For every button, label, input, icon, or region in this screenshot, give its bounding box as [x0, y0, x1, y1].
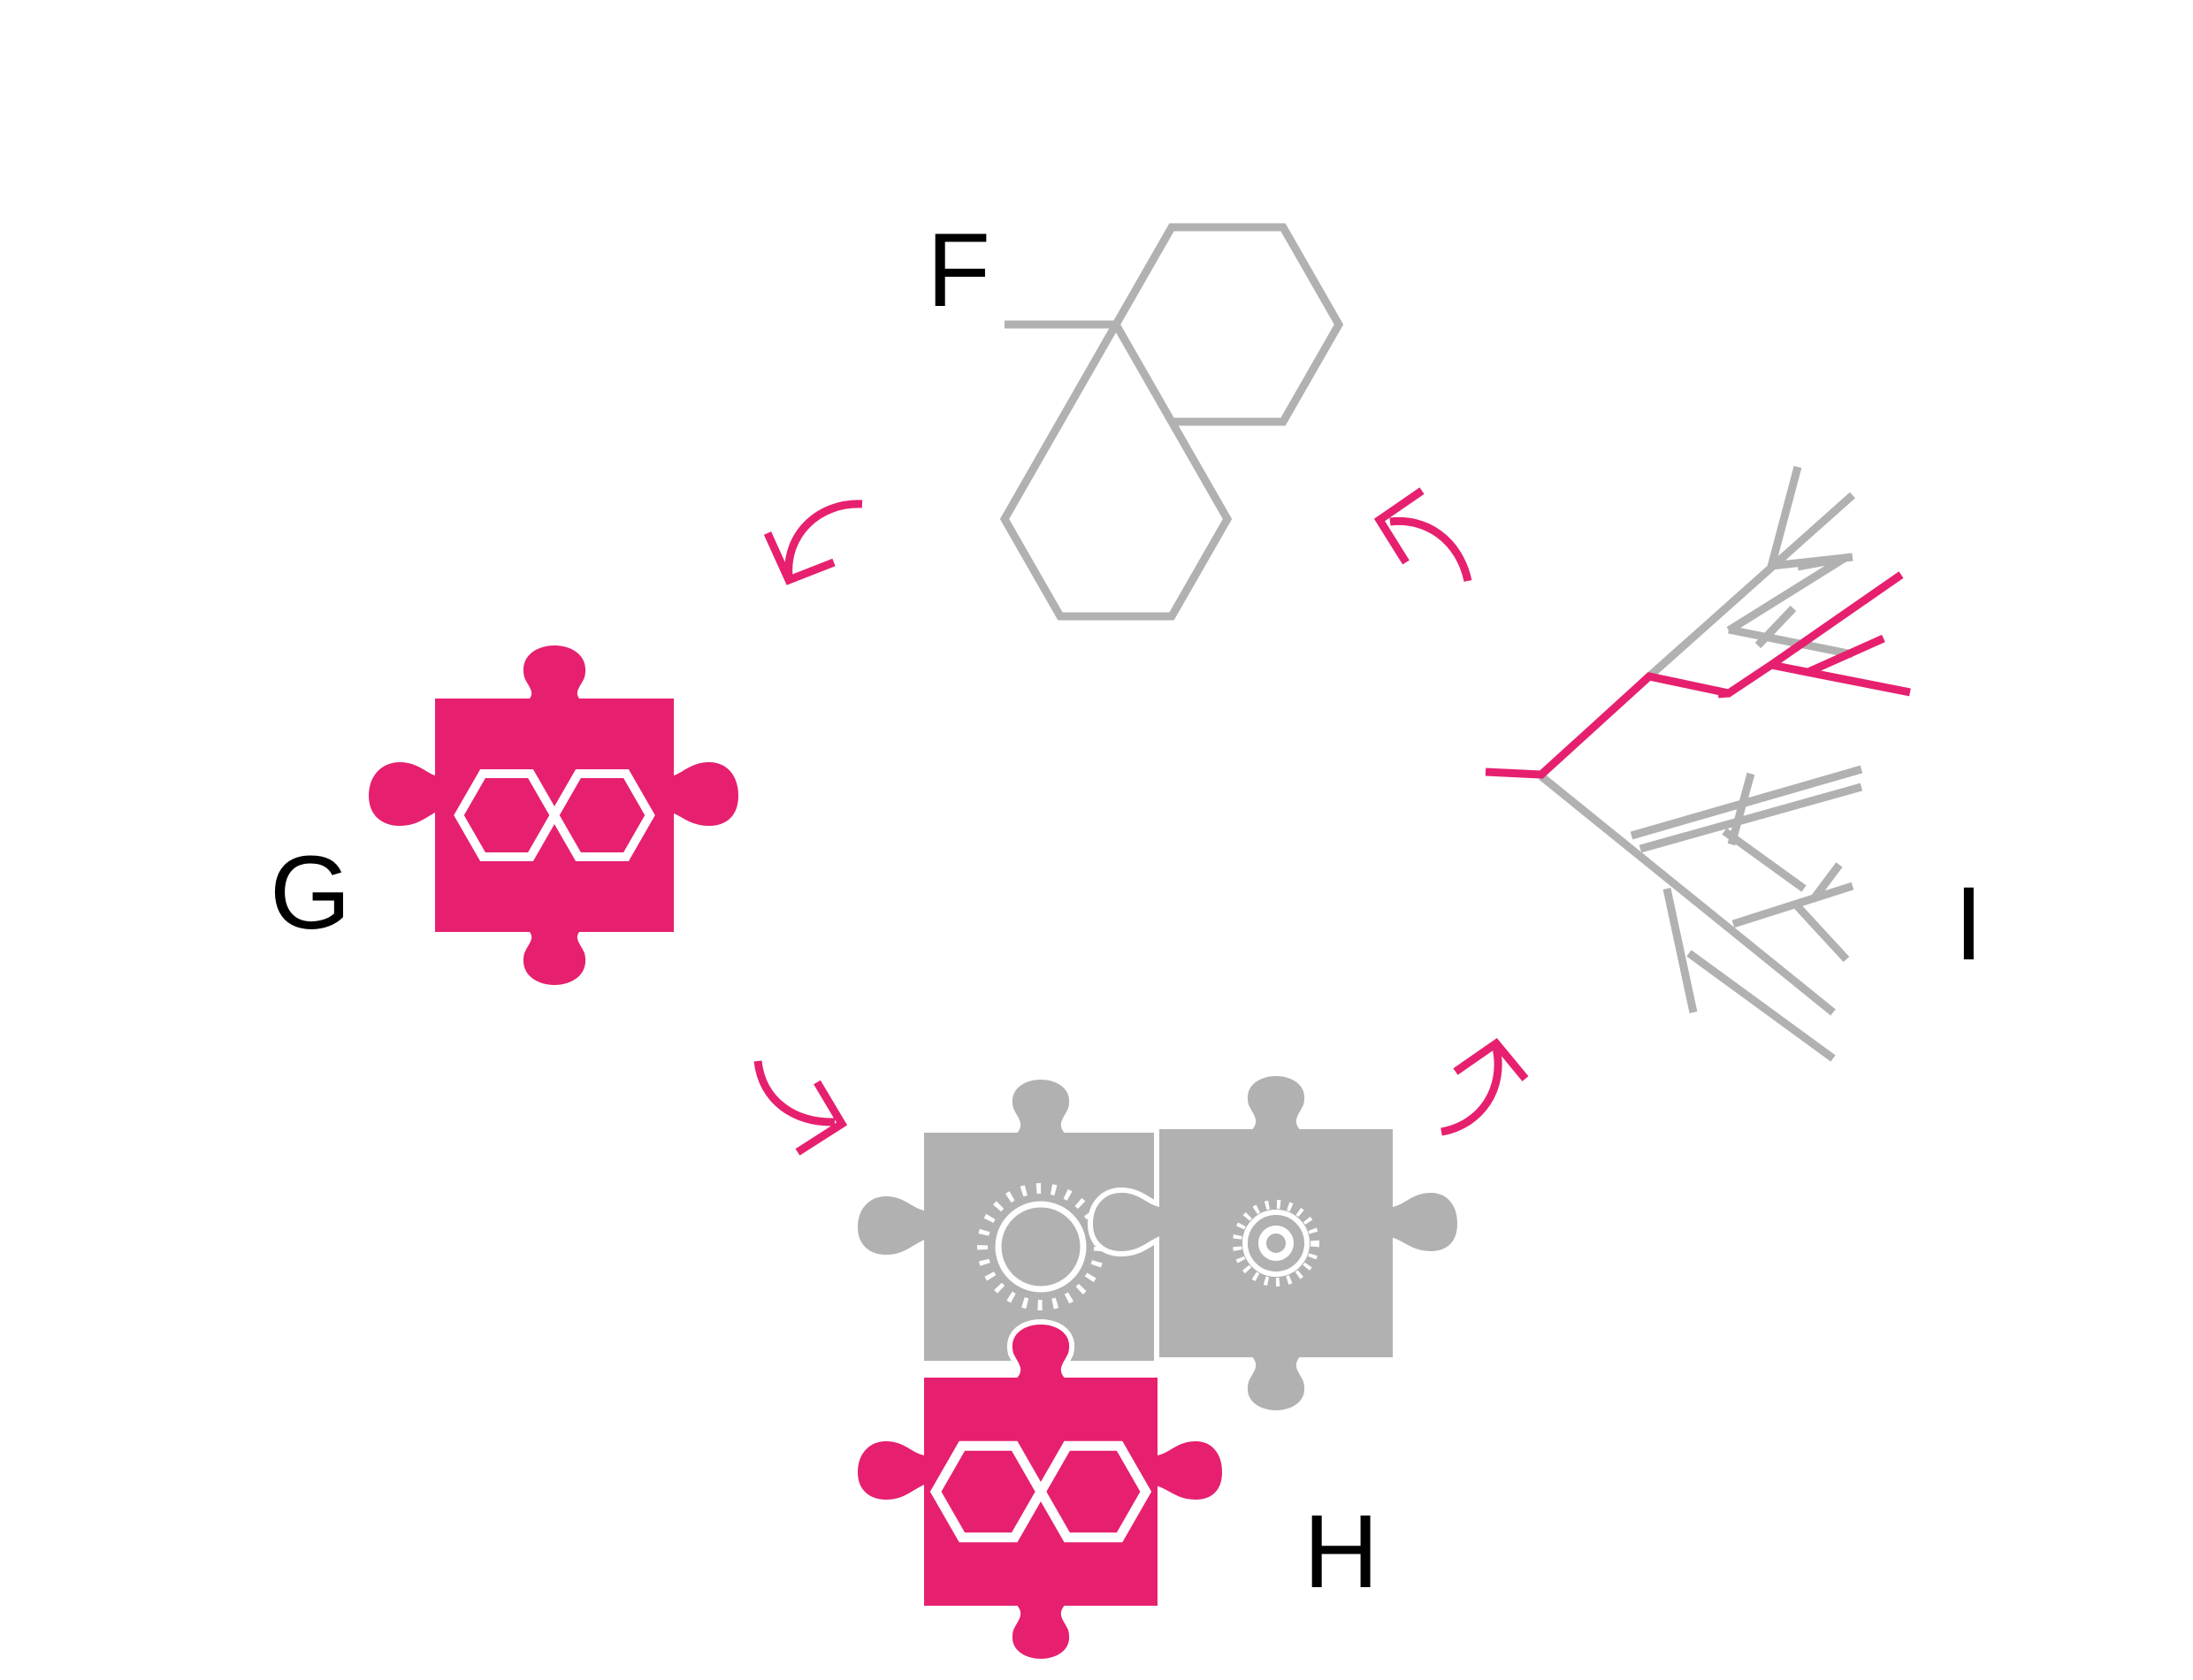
curved-arrow-icon — [1373, 487, 1472, 583]
curved-arrow-icon — [753, 1060, 848, 1156]
node-f: F — [927, 212, 1344, 621]
node-i: I — [1485, 465, 1983, 1062]
label-h: H — [1303, 1493, 1379, 1610]
label-i: I — [1954, 866, 1983, 982]
puzzle-piece-icon — [369, 645, 738, 985]
naphthalene-outline-icon — [999, 223, 1344, 621]
cycle-arrows — [753, 487, 1529, 1156]
label-f: F — [927, 212, 990, 329]
label-g: G — [270, 835, 351, 951]
node-g: G — [270, 645, 738, 985]
gear-icon — [1233, 1200, 1319, 1287]
node-h: H — [855, 1073, 1460, 1661]
puzzle-piece-pink-naphthalene — [855, 1322, 1225, 1661]
puzzle-piece-gray-small-gear — [1090, 1073, 1460, 1413]
branching-tree-icon — [1485, 465, 1911, 1062]
curved-arrow-icon — [1440, 1037, 1529, 1136]
curved-arrow-icon — [763, 500, 863, 585]
